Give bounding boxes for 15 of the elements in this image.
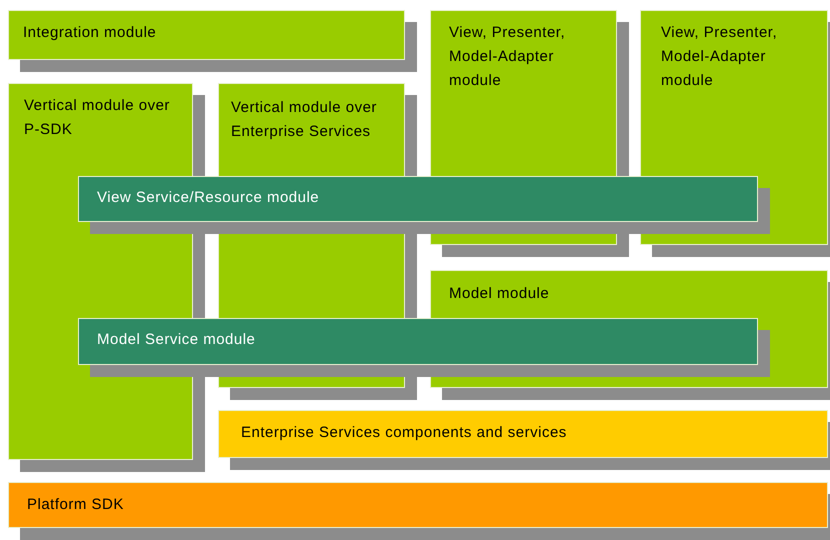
module-band [8,482,828,528]
module-band [78,176,758,222]
module-label: Model Service module [97,330,256,350]
module-label: Integration module [23,23,156,43]
module-label: View Service/Resource module [97,188,320,208]
module-band [78,318,758,365]
module-label: View, Presenter, Model-Adapter module [661,23,778,91]
module-label: Enterprise Services components and services [241,423,567,443]
module-band [218,410,828,458]
module-label: Model module [449,284,550,304]
module-label: Vertical module over P-SDK [24,96,171,140]
module-label: Platform SDK [27,495,124,515]
module-label: Vertical module over Enterprise Services [231,98,378,142]
module-box [8,10,405,60]
module-label: View, Presenter, Model-Adapter module [449,23,566,91]
